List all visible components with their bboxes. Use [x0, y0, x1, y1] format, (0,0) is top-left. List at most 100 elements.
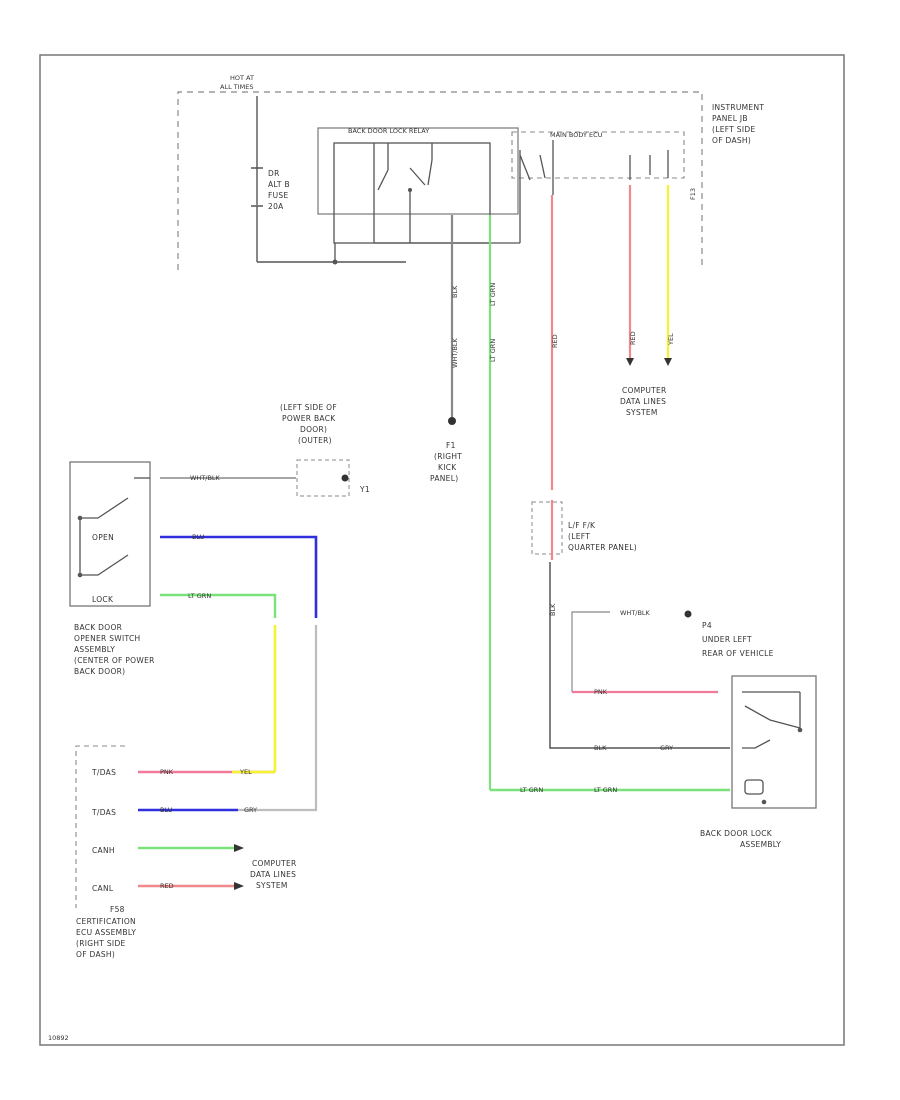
wire-blk-lock: [549, 562, 620, 749]
label-relay: BACK DOOR LOCK RELAY: [348, 127, 429, 135]
label-sa-line5: BACK DOOR): [74, 667, 125, 676]
label-cdl-bot-line3: SYSTEM: [256, 881, 288, 890]
label-hot-at-line1: HOT AT: [230, 74, 254, 82]
ecu-internals: [519, 140, 669, 243]
switch-node: [77, 515, 83, 521]
label-lffk-line2: (LEFT: [568, 532, 590, 541]
wire-label-wht-blk-2: WHT/BLK: [190, 474, 221, 482]
arrow-icon: [664, 358, 672, 366]
wire-group-top: [450, 185, 670, 790]
label-pin-canl: CANL: [92, 884, 114, 893]
label-la-line2: ASSEMBLY: [740, 840, 781, 849]
label-cdl-top-line2: DATA LINES: [620, 397, 666, 406]
ground-f1-dot: [448, 417, 456, 425]
lock-assembly-box: [731, 675, 817, 809]
label-fuse-line1: DR: [268, 169, 280, 178]
label-cdl-top-line3: SYSTEM: [626, 408, 658, 417]
power-back-door-connector: [296, 459, 350, 497]
wire-label-blk-2: BLK: [549, 603, 557, 616]
label-f1-line1: F1: [446, 441, 456, 450]
lf-fk-connector: [531, 501, 563, 555]
label-sa-line2: OPENER SWITCH: [74, 634, 140, 643]
relay-contact: [408, 188, 412, 192]
label-lffk-line3: QUARTER PANEL): [568, 543, 637, 552]
label-switch-lock: LOCK: [92, 595, 114, 604]
arrow-icon: [626, 358, 634, 366]
label-computer-data-top: COMPUTER DATA LINES SYSTEM: [620, 386, 667, 417]
wire-label-red-2: RED: [629, 331, 637, 345]
wire-label-yel-2: YEL: [239, 768, 252, 776]
label-ecu-line1: F58: [110, 905, 125, 914]
ecu-wires: [138, 770, 275, 888]
switch-wires: [160, 477, 318, 812]
main-body-ecu-outline: [511, 131, 685, 179]
label-ground-f1: F1 (RIGHT KICK PANEL): [430, 441, 462, 483]
label-fuse-line2: ALT B: [268, 180, 290, 189]
wire-label-lt-grn-5: LT GRN: [594, 786, 617, 794]
lock-wires: [490, 690, 730, 792]
wire-label-gry-2: GRY: [244, 806, 257, 814]
label-power-back-door: (LEFT SIDE OF POWER BACK DOOR) (OUTER): [280, 403, 337, 445]
wire-label-blk-3: BLK: [594, 744, 607, 752]
wire-label-blu-2: BLU: [160, 806, 173, 814]
label-f1-line3: KICK: [438, 463, 457, 472]
certification-ecu-outline: [75, 745, 125, 908]
relay-internals: [333, 142, 520, 262]
wire-label-wht-blk-1: WHT/BLK: [451, 337, 459, 368]
ecu-pin-labels: T/DAS T/DAS CANH CANL: [91, 768, 116, 893]
wire-label-lt-grn-1: LT GRN: [489, 283, 497, 306]
label-cdl-bot-line1: COMPUTER: [252, 859, 297, 868]
label-ground-y1: Y1: [359, 485, 370, 494]
label-instrument-line3: (LEFT SIDE: [712, 125, 755, 134]
label-pbd-line1: (LEFT SIDE OF: [280, 403, 337, 412]
wire-label-lt-grn-4: LT GRN: [520, 786, 543, 794]
label-sa-line3: ASSEMBLY: [74, 645, 115, 654]
wire-label-blk-1: BLK: [451, 285, 459, 298]
ground-y1-dot: [341, 474, 349, 482]
label-p4-line2: UNDER LEFT: [702, 635, 752, 644]
wire-label-red-3: RED: [160, 882, 174, 890]
label-cdl-bot-line2: DATA LINES: [250, 870, 296, 879]
arrow-icon: [234, 844, 244, 852]
label-switch-open: OPEN: [92, 533, 114, 542]
lock-node: [797, 727, 803, 733]
label-pbd-line4: (OUTER): [298, 436, 332, 445]
label-ecu-line3: ECU ASSEMBLY: [76, 928, 136, 937]
label-ecu-assembly: F58 CERTIFICATION ECU ASSEMBLY (RIGHT SI…: [76, 905, 136, 959]
label-pbd-line2: POWER BACK: [282, 414, 336, 423]
label-ecu-line4: (RIGHT SIDE: [76, 939, 126, 948]
ground-p4-dot: [684, 610, 692, 618]
opener-switch-internals: [79, 477, 150, 576]
label-computer-data-bottom: COMPUTER DATA LINES SYSTEM: [250, 859, 297, 890]
wire-p4: [571, 611, 610, 692]
switch-node: [77, 572, 83, 578]
label-main-body-ecu: MAIN BODY ECU: [550, 131, 603, 139]
label-ecu-line5: OF DASH): [76, 950, 115, 959]
label-pin-tdas-1: T/DAS: [91, 768, 116, 777]
label-pbd-line3: DOOR): [300, 425, 327, 434]
wire-label-red-1: RED: [551, 334, 559, 348]
instrument-panel-jb-outline: [177, 91, 703, 270]
figure-id: 10892: [48, 1034, 69, 1042]
label-pin-tdas-2: T/DAS: [91, 808, 116, 817]
label-sa-line4: (CENTER OF POWER: [74, 656, 155, 665]
wire-label-pnk-2: PNK: [160, 768, 174, 776]
label-cdl-top-line1: COMPUTER: [622, 386, 667, 395]
wire-label-pnk-1: PNK: [594, 688, 608, 696]
arrow-icon: [234, 882, 244, 890]
label-lffk-line1: L/F F/K: [568, 521, 596, 530]
label-instrument-line1: INSTRUMENT: [712, 103, 764, 112]
label-ground-p4: P4 UNDER LEFT REAR OF VEHICLE: [702, 621, 773, 658]
lock-node: [761, 799, 767, 805]
label-instrument-line2: PANEL JB: [712, 114, 748, 123]
label-instrument-panel: INSTRUMENT PANEL JB (LEFT SIDE OF DASH): [712, 103, 764, 145]
label-switch-assembly: BACK DOOR OPENER SWITCH ASSEMBLY (CENTER…: [74, 623, 155, 676]
label-la-line1: BACK DOOR LOCK: [700, 829, 773, 838]
label-fuse-line3: FUSE: [268, 191, 289, 200]
wire-label-lt-grn-2: LT GRN: [489, 339, 497, 362]
label-connector-f13: F13: [689, 188, 697, 200]
label-f1-line2: (RIGHT: [434, 452, 462, 461]
label-pin-canh: CANH: [92, 846, 115, 855]
opener-switch-box: [69, 461, 151, 607]
lock-assembly-internals: [742, 691, 801, 795]
